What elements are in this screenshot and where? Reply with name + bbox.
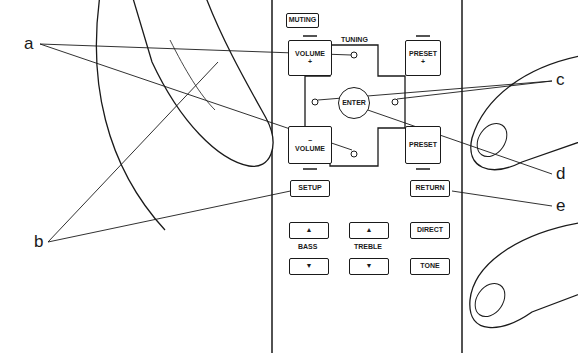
button-label: MUTING — [289, 16, 317, 24]
remote-button: DIRECT — [410, 222, 450, 239]
callout-letter: a — [24, 34, 33, 54]
button-label: VOLUME + — [295, 50, 325, 66]
button-group-label: TREBLE — [353, 243, 383, 250]
thumb — [132, 0, 273, 166]
finger — [471, 55, 578, 170]
button-group-label: BASS — [297, 243, 318, 250]
remote-button: SETUP — [290, 180, 330, 197]
remote-button: RETURN — [410, 180, 450, 197]
button-label: ▲ — [306, 226, 313, 234]
finger — [470, 222, 578, 328]
button-label: TONE — [420, 262, 439, 270]
remote-button: ▲ — [289, 222, 329, 239]
callout-letter: d — [556, 164, 565, 184]
enter-button: ENTER — [338, 87, 370, 119]
remote-button: TONE — [410, 258, 450, 275]
remote-button: ▼ — [349, 258, 389, 275]
remote-button: − VOLUME — [288, 126, 332, 164]
button-label: ENTER — [342, 99, 366, 107]
button-group-label: TUNING — [340, 36, 369, 43]
remote-button: ▲ — [349, 222, 389, 239]
button-label: DIRECT — [417, 226, 443, 234]
button-label: ▲ — [366, 226, 373, 234]
remote-button: PRESET + — [405, 40, 441, 76]
thumb-crease — [170, 40, 215, 110]
button-label: PRESET — [409, 141, 437, 149]
button-label: − VOLUME — [295, 137, 325, 153]
remote-button: ▼ — [289, 258, 329, 275]
button-label: RETURN — [415, 184, 444, 192]
callout-letter: c — [556, 70, 565, 90]
remote-body — [272, 0, 462, 353]
fingernail — [469, 278, 511, 322]
remote-button: PRESET — [405, 126, 441, 164]
callout-letter: b — [34, 232, 43, 252]
button-label: ▼ — [366, 262, 373, 270]
callout-letter: e — [556, 196, 565, 216]
button-label: ▼ — [306, 262, 313, 270]
remote-button: VOLUME + — [288, 40, 332, 76]
button-label: PRESET + — [409, 50, 437, 66]
button-label: SETUP — [298, 184, 321, 192]
fingernail — [471, 118, 513, 162]
remote-button: MUTING — [286, 13, 319, 28]
